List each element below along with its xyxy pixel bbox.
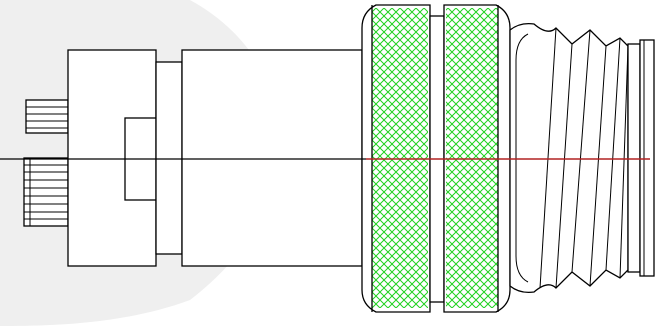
rear-housing xyxy=(67,49,183,267)
end-cap xyxy=(627,39,655,277)
knurl-band-right xyxy=(446,8,498,308)
knurl-band-left xyxy=(372,8,428,308)
external-thread xyxy=(509,22,629,294)
main-body xyxy=(181,49,363,267)
pin-contacts xyxy=(23,99,69,227)
